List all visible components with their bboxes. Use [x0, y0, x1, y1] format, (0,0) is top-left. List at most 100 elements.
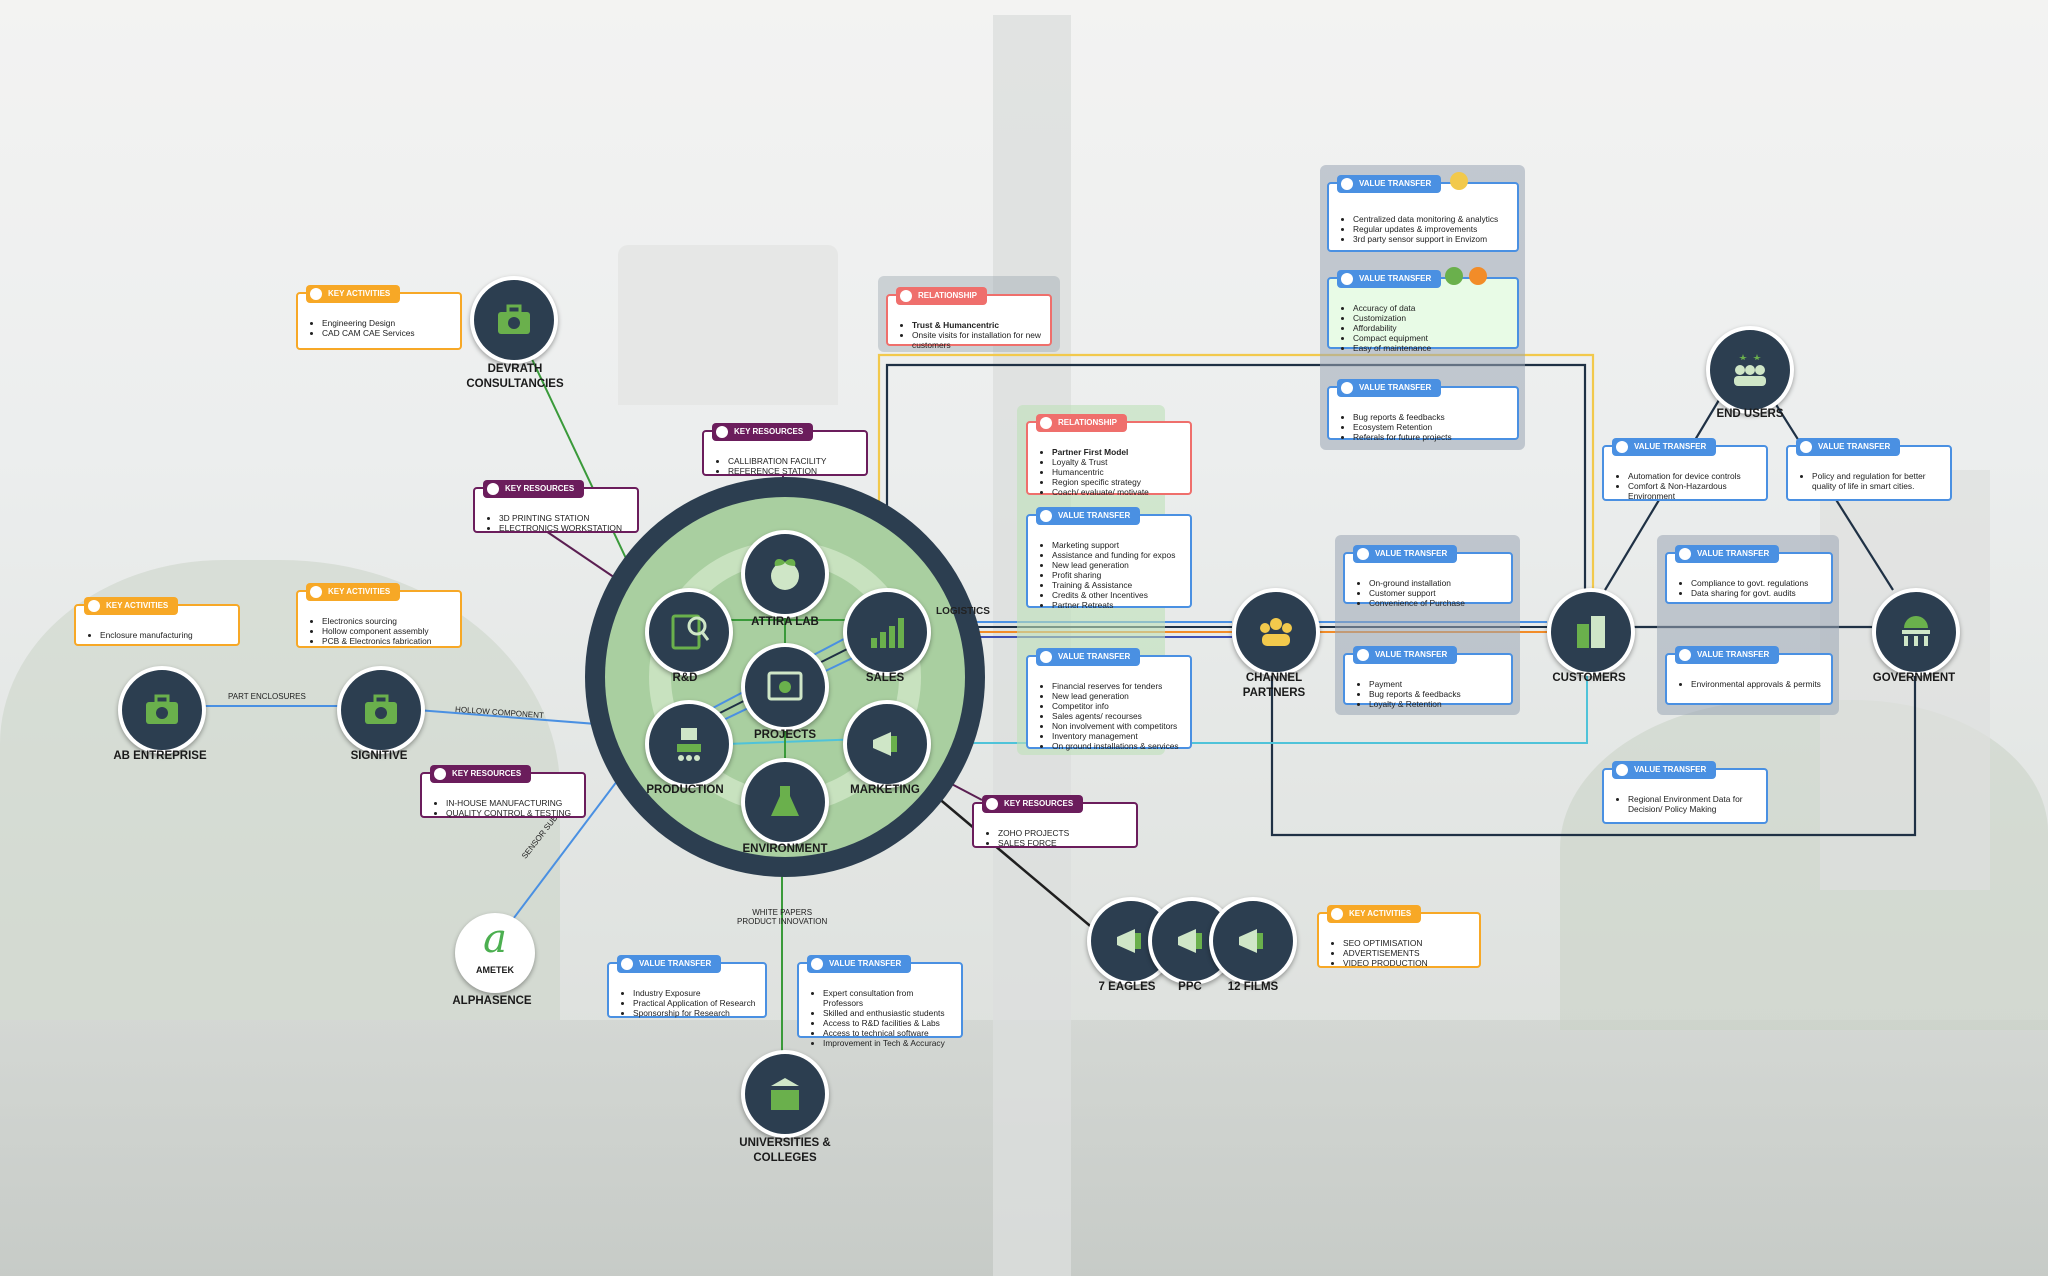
tag-label: KEY ACTIVITIES — [84, 597, 179, 615]
flask-icon — [771, 786, 799, 816]
handshake-icon — [310, 586, 322, 598]
customers-label: CUSTOMERS — [1552, 672, 1626, 684]
handshake-icon — [716, 426, 728, 438]
handshake-icon — [88, 600, 100, 612]
customers-node[interactable] — [1547, 588, 1635, 676]
government-node[interactable] — [1872, 588, 1960, 676]
sales-node[interactable] — [843, 588, 931, 676]
megaphone-icon — [873, 732, 897, 756]
tag-label: VALUE TRANSFER — [1036, 507, 1141, 525]
card-list: Financial reserves for tendersNew lead g… — [1042, 681, 1182, 751]
environment-node[interactable] — [741, 758, 829, 846]
handshake-icon — [434, 768, 446, 780]
card-relationship-partner: RELATIONSHIP Partner First ModelLoyalty … — [1026, 414, 1192, 497]
card-list: Policy and regulation for better quality… — [1802, 471, 1942, 491]
handshake-icon — [487, 483, 499, 495]
card-key-resources-rnd: KEY RESOURCES 3D PRINTING STATIONELECTRO… — [473, 480, 639, 533]
card-list: On-ground installationCustomer supportCo… — [1359, 578, 1503, 608]
handshake-icon — [900, 290, 912, 302]
card-value-expert: VALUE TRANSFER Expert consultation from … — [797, 955, 963, 1048]
card-list: SEO OPTIMISATIONADVERTISEMENTSVIDEO PROD… — [1333, 938, 1471, 968]
handshake-icon — [1357, 548, 1369, 560]
handshake-icon — [1357, 649, 1369, 661]
handshake-icon — [1331, 908, 1343, 920]
card-value-regional: VALUE TRANSFER Regional Environment Data… — [1602, 761, 1768, 824]
card-list: Regional Environment Data for Decision/ … — [1618, 794, 1758, 814]
megaphone-icon — [1239, 929, 1263, 953]
card-value-bugs: VALUE TRANSFER Bug reports & feedbacksEc… — [1327, 379, 1519, 442]
card-value-onground: VALUE TRANSFER On-ground installationCus… — [1343, 545, 1513, 608]
capitol-icon — [1902, 616, 1930, 646]
production-node[interactable] — [645, 700, 733, 788]
universities-node[interactable] — [741, 1050, 829, 1138]
channel-partners-node[interactable] — [1232, 588, 1320, 676]
tag-label: VALUE TRANSFER — [1337, 175, 1442, 193]
card-list: Compliance to govt. regulationsData shar… — [1681, 578, 1823, 598]
attira-lab-node[interactable] — [741, 530, 829, 618]
tag-label: VALUE TRANSFER — [1675, 545, 1780, 563]
tag-label: KEY ACTIVITIES — [306, 285, 401, 303]
briefcase-icon — [365, 694, 397, 724]
buildings-icon — [1577, 616, 1605, 648]
marketing-node[interactable] — [843, 700, 931, 788]
sales-label: SALES — [865, 672, 905, 684]
frame-line-bottom — [1270, 660, 1917, 837]
card-value-accuracy: VALUE TRANSFER Accuracy of dataCustomiza… — [1327, 270, 1519, 353]
briefcase-icon — [146, 694, 178, 724]
card-list: Industry ExposurePractical Application o… — [623, 988, 757, 1018]
devrath-label: DEVRATH CONSULTANCIES — [466, 363, 564, 390]
card-value-automation: VALUE TRANSFER Automation for device con… — [1602, 438, 1768, 501]
12-films-node[interactable] — [1209, 897, 1297, 985]
tag-label: KEY RESOURCES — [712, 423, 814, 441]
users-stars-icon — [1734, 354, 1766, 386]
battery-icon — [1445, 267, 1463, 285]
tag-label: VALUE TRANSFER — [1612, 761, 1717, 779]
card-relationship-top: RELATIONSHIP Trust & HumancentricOnsite … — [886, 287, 1052, 350]
lightbulb-search-icon — [671, 614, 710, 650]
card-value-industry: VALUE TRANSFER Industry ExposurePractica… — [607, 955, 767, 1018]
projects-node[interactable] — [741, 643, 829, 731]
card-list: Accuracy of dataCustomizationAffordabili… — [1343, 303, 1509, 353]
card-list: Environmental approvals & permits — [1681, 679, 1823, 689]
background-water-tower — [618, 245, 838, 405]
tag-label: VALUE TRANSFER — [1036, 648, 1141, 666]
marketing-label: MARKETING — [850, 784, 920, 796]
handshake-icon — [1341, 178, 1353, 190]
megaphone-icon — [1117, 929, 1141, 953]
alphasence-label: ALPHASENCE — [452, 995, 532, 1007]
tag-label: KEY ACTIVITIES — [306, 583, 401, 601]
ab-entreprise-label: AB ENTREPRISE — [113, 750, 207, 762]
ab-entreprise-node[interactable] — [118, 666, 206, 754]
tag-label: VALUE TRANSFER — [1675, 646, 1780, 664]
card-list: 3D PRINTING STATIONELECTRONICS WORKSTATI… — [489, 513, 629, 533]
tag-label: VALUE TRANSFER — [1612, 438, 1717, 456]
megaphone-icon — [1178, 929, 1202, 953]
handshake-icon — [621, 958, 633, 970]
tag-label: VALUE TRANSFER — [1353, 545, 1458, 563]
card-key-resources-production: KEY RESOURCES IN-HOUSE MANUFACTURINGQUAL… — [420, 765, 586, 818]
card-list: Enclosure manufacturing — [90, 630, 230, 640]
tag-label: VALUE TRANSFER — [1337, 270, 1442, 288]
devrath-node[interactable] — [470, 276, 558, 364]
card-list: Bug reports & feedbacksEcosystem Retenti… — [1343, 412, 1509, 442]
alphasence-brand: AMETEK — [476, 965, 514, 975]
tag-label: RELATIONSHIP — [896, 287, 987, 305]
rnd-node[interactable] — [645, 588, 733, 676]
handshake-icon — [1040, 651, 1052, 663]
card-value-policy: VALUE TRANSFER Policy and regulation for… — [1786, 438, 1952, 501]
signitive-node[interactable] — [337, 666, 425, 754]
gear-window-icon — [767, 671, 803, 701]
end-users-node[interactable] — [1706, 326, 1794, 414]
card-list: PaymentBug reports & feedbacksLoyalty & … — [1359, 679, 1503, 709]
production-label: PRODUCTION — [646, 784, 724, 796]
handshake-icon — [1341, 382, 1353, 394]
frame-line-yellow — [877, 353, 1595, 620]
card-list: Trust & HumancentricOnsite visits for in… — [902, 320, 1042, 350]
rnd-label: R&D — [672, 672, 698, 684]
card-list: Expert consultation from ProfessorsSkill… — [813, 988, 953, 1048]
handshake-icon — [1040, 417, 1052, 429]
alphasence-logo[interactable]: a AMETEK — [455, 913, 535, 993]
projects-label: PROJECTS — [754, 729, 816, 741]
bar-chart-icon — [871, 618, 904, 648]
7-eagles-label: 7 EAGLES — [1098, 981, 1156, 993]
